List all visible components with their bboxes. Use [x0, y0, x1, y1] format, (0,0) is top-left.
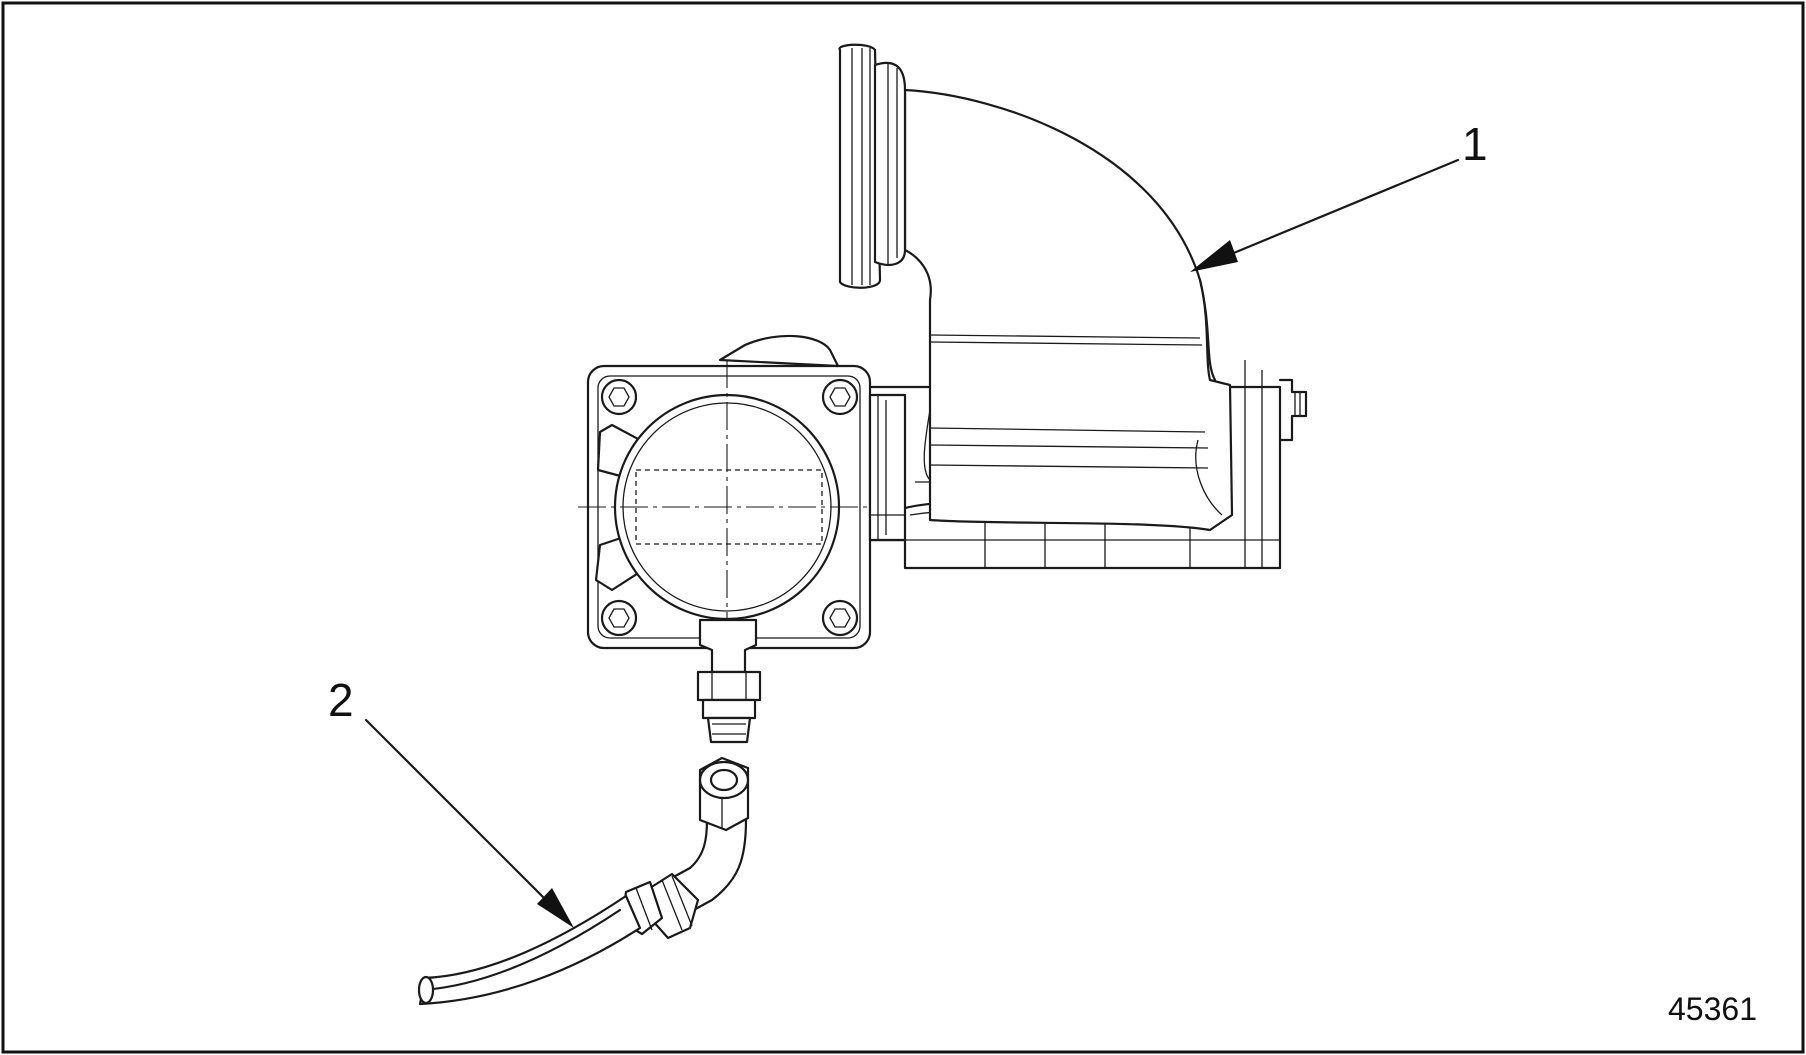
flange-bolt-top-left	[600, 378, 638, 416]
elbow-housing-part	[578, 43, 1308, 744]
callout-2-leader	[364, 718, 574, 928]
flange-bolt-bottom-left	[600, 599, 638, 637]
callout-1-leader	[1190, 158, 1460, 272]
hose-fitting-part	[417, 756, 750, 1006]
flange-bolt-top-right	[821, 378, 859, 416]
flange-bolt-bottom-right	[821, 599, 859, 637]
callout-label-2: 2	[328, 674, 354, 726]
callout-label-1: 1	[1462, 118, 1488, 170]
figure-number: 45361	[1668, 991, 1757, 1027]
